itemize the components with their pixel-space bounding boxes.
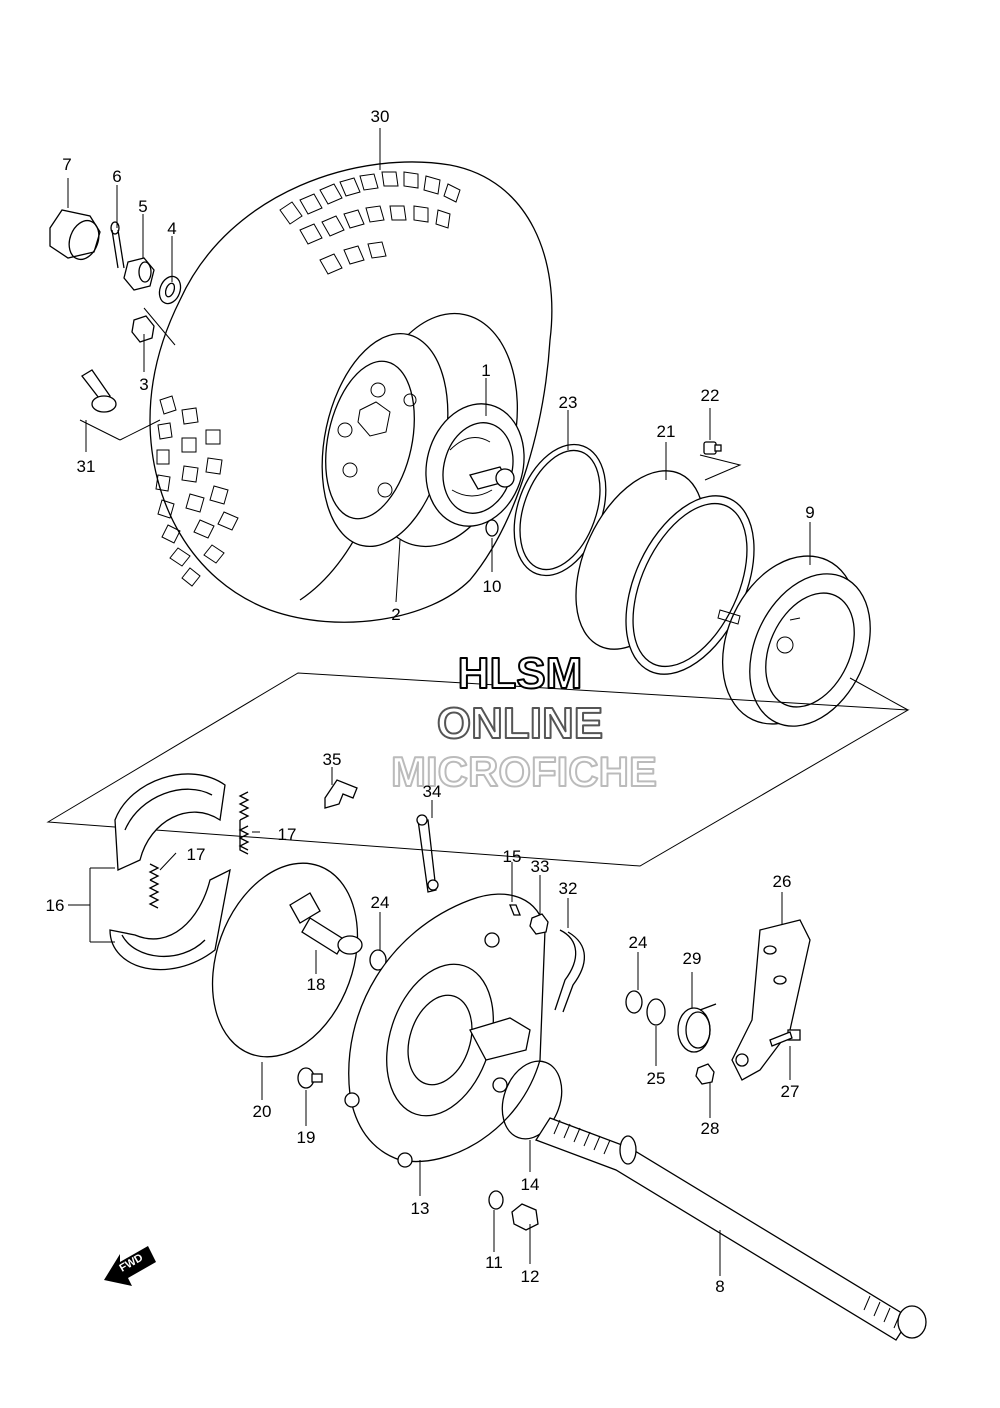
callout-19: 19 xyxy=(297,1128,316,1147)
callout-12: 12 xyxy=(521,1267,540,1286)
watermark: HLSM ONLINE MICROFICHE xyxy=(390,648,658,796)
callout-27: 27 xyxy=(781,1082,800,1101)
callout-1: 1 xyxy=(481,361,490,380)
callout-28: 28 xyxy=(701,1119,720,1138)
callout-29: 29 xyxy=(683,949,702,968)
bolt-12[interactable] xyxy=(511,1203,539,1231)
washer-25[interactable] xyxy=(646,998,666,1026)
callouts: 7 6 5 4 3 31 30 1 2 10 23 21 22 9 35 34 … xyxy=(46,107,815,1296)
callout-22: 22 xyxy=(701,386,720,405)
brake-shoes-16[interactable] xyxy=(109,773,231,971)
guide-lines xyxy=(46,307,910,867)
valve-stem-31[interactable] xyxy=(81,369,117,413)
callout-7: 7 xyxy=(62,155,71,174)
bolt-19[interactable] xyxy=(297,1067,323,1089)
callout-30: 30 xyxy=(371,107,390,126)
washer-10[interactable] xyxy=(485,519,499,537)
brake-cam-18[interactable] xyxy=(289,892,363,955)
callout-21: 21 xyxy=(657,422,676,441)
hose-32[interactable] xyxy=(554,929,585,1013)
callout-33: 33 xyxy=(531,857,550,876)
callout-2: 2 xyxy=(391,605,400,624)
callout-14: 14 xyxy=(521,1175,540,1194)
bolt-27[interactable] xyxy=(769,1029,801,1047)
spring-17-upper[interactable] xyxy=(238,791,250,855)
callout-31: 31 xyxy=(77,457,96,476)
callout-20: 20 xyxy=(253,1102,272,1121)
callout-34: 34 xyxy=(423,782,442,801)
nut-3[interactable] xyxy=(131,315,155,343)
fwd-arrow-icon: FWD xyxy=(104,1246,156,1286)
callout-3: 3 xyxy=(139,375,148,394)
clip-35[interactable] xyxy=(324,779,358,809)
callout-26: 26 xyxy=(773,872,792,891)
o-ring-24[interactable] xyxy=(369,949,387,971)
brake-arm-26[interactable] xyxy=(731,919,811,1081)
callout-25: 25 xyxy=(647,1069,666,1088)
callout-24-right: 24 xyxy=(629,933,648,952)
watermark-line2: ONLINE xyxy=(437,699,603,748)
callout-4: 4 xyxy=(167,219,176,238)
spring-17-lower[interactable] xyxy=(148,863,160,909)
nut-28[interactable] xyxy=(695,1063,715,1085)
callout-10: 10 xyxy=(483,577,502,596)
callout-13: 13 xyxy=(411,1199,430,1218)
cotter-pin-6[interactable] xyxy=(110,221,125,269)
pin-15[interactable] xyxy=(509,904,521,916)
callout-17-upper: 17 xyxy=(278,825,297,844)
callout-32: 32 xyxy=(559,879,578,898)
bolt-22[interactable] xyxy=(703,441,722,455)
dust-cap-7[interactable] xyxy=(49,209,104,264)
o-ring-24-right[interactable] xyxy=(625,990,643,1014)
callout-8: 8 xyxy=(715,1277,724,1296)
watermark-line3: MICROFICHE xyxy=(391,748,657,795)
rod-34[interactable] xyxy=(416,814,439,893)
brake-panel-13[interactable] xyxy=(344,893,546,1168)
callout-24-left: 24 xyxy=(371,893,390,912)
callout-35: 35 xyxy=(323,750,342,769)
brake-drum-9[interactable] xyxy=(697,534,894,746)
drum-cover-21[interactable] xyxy=(550,451,780,695)
o-ring-20[interactable] xyxy=(187,843,383,1077)
callout-5: 5 xyxy=(138,197,147,216)
callout-6: 6 xyxy=(112,167,121,186)
o-ring-14[interactable] xyxy=(492,1053,572,1147)
washer-11[interactable] xyxy=(488,1190,504,1210)
nut-33[interactable] xyxy=(529,913,549,935)
callout-16: 16 xyxy=(46,896,65,915)
axle-8[interactable] xyxy=(535,1117,927,1341)
callout-11: 11 xyxy=(485,1253,503,1272)
leader-lines xyxy=(67,128,811,1276)
wheel-hub[interactable] xyxy=(413,393,538,538)
washer-4[interactable] xyxy=(156,273,184,306)
callout-17-lower: 17 xyxy=(187,845,206,864)
callout-18: 18 xyxy=(307,975,326,994)
spring-29[interactable] xyxy=(677,1003,717,1053)
callout-23: 23 xyxy=(559,393,578,412)
callout-15: 15 xyxy=(503,847,522,866)
watermark-line1: HLSM xyxy=(458,649,583,698)
callout-9: 9 xyxy=(805,503,814,522)
castle-nut-5[interactable] xyxy=(123,257,155,291)
